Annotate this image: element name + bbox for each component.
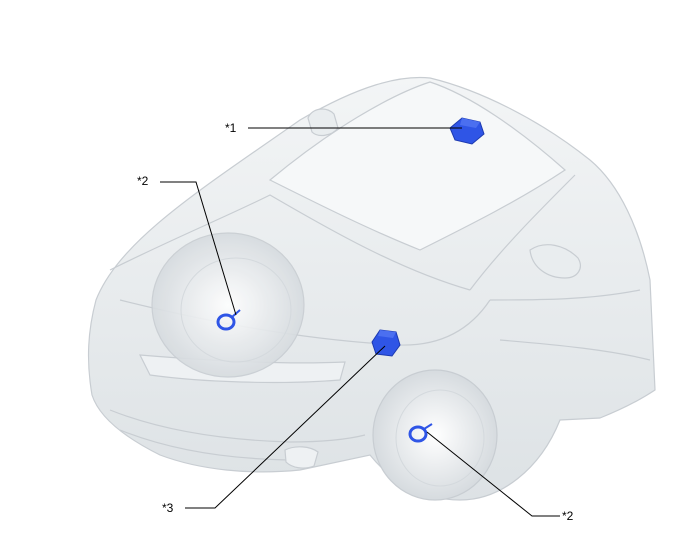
fog-light	[284, 446, 319, 469]
callout-2-right: *2	[562, 509, 574, 523]
leader-line-2-right	[426, 431, 560, 517]
leader-line-2-left	[160, 181, 237, 316]
actuator-block-icon	[371, 329, 401, 357]
front-grille	[109, 409, 366, 443]
a-pillar	[469, 174, 576, 291]
front-left-wheel	[151, 232, 305, 378]
hood-line	[109, 194, 471, 291]
front-right-wheel	[372, 369, 498, 501]
car-body	[87, 76, 656, 501]
side-mirror	[529, 244, 581, 279]
ecu-module-icon	[449, 117, 485, 145]
windshield	[268, 81, 566, 251]
bumper-lower	[119, 429, 301, 461]
door-line	[489, 289, 641, 301]
callout-3: *3	[162, 501, 174, 515]
callout-1: *1	[225, 121, 237, 135]
antenna-mirror	[307, 108, 339, 137]
wheel-speed-sensor-icon-right	[408, 423, 433, 443]
callout-2-left: *2	[137, 174, 149, 188]
leader-lines	[160, 127, 560, 517]
side-sill	[499, 339, 651, 361]
leader-line-3	[185, 345, 386, 509]
